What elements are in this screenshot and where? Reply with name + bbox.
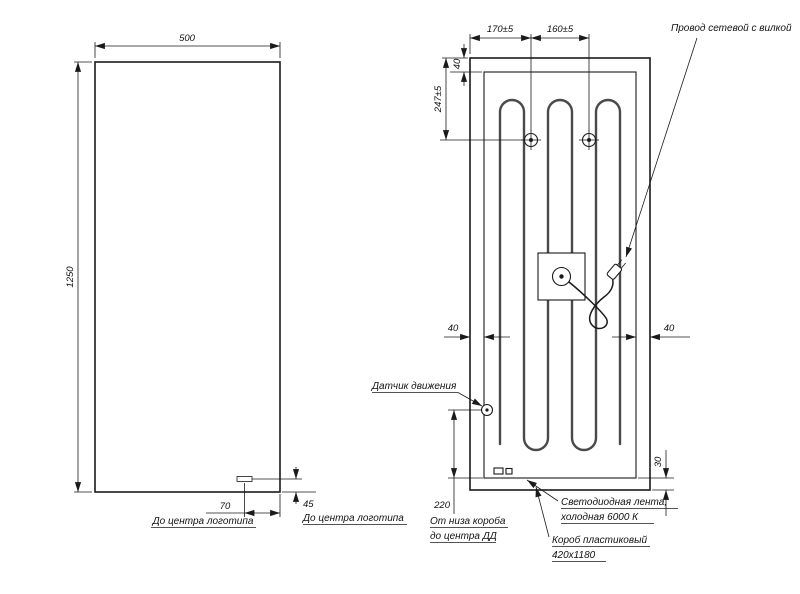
plug-body [606,263,623,280]
cord-leader: Провод сетевой с вилкой [625,23,792,258]
mounting-hole-left [521,130,541,150]
dim-front-width: 500 [94,33,281,58]
sensor-dim-label-line2: до центра ДД [430,531,497,542]
dim-hole-left-value: 170±5 [487,24,514,35]
led-label-line1: Светодиодная лента, [561,497,667,508]
mounting-hole-right [579,130,599,150]
dim-side-gap-left: 40 [444,323,510,341]
logo-center-label-right: До центра логотипа [302,513,404,524]
led-leader: Светодиодная лента, холодная 6000 К [526,479,678,524]
dim-side-gap-right-value: 40 [664,323,675,334]
dim-top-gap: 40 [442,44,482,86]
motion-sensor [480,403,494,417]
plug-icon [606,259,626,280]
dim-side-gap-right: 40 [612,323,690,341]
motion-sensor-label: Датчик движения [371,381,457,392]
leader-line [535,486,550,538]
dim-bottom-gap-value: 30 [653,456,664,467]
dim-side-gap-left-value: 40 [448,323,459,334]
mirror-front-outline [94,61,281,493]
dim-holes-top: 170±5 160±5 [469,24,590,131]
sensor-center [485,408,489,412]
dim-front-height-value: 1250 [65,266,76,288]
cable-gland-center [559,274,564,279]
plug-prong [617,259,623,266]
dim-sensor-height-value: 220 [433,500,451,511]
back-view: 170±5 160±5 40 247±5 40 40 [371,23,792,562]
sensor-leader: Датчик движения [371,381,483,407]
logo-center-label-bottom: До центра логотипа [152,516,254,527]
dim-bottom-gap: 30 [638,450,674,516]
power-cord-label: Провод сетевой с вилкой [671,23,792,34]
leader-line [457,392,483,407]
dim-logo-from-right: 70 До центра логотипа [151,483,281,528]
dim-hole-right-value: 160±5 [547,24,574,35]
dim-front-height: 1250 [65,61,92,493]
dim-logo-x-value: 70 [220,501,231,512]
power-cord [568,276,614,330]
front-view: 500 1250 70 До центра логотипа 45 До ц [65,33,407,528]
dim-top-gap-value: 40 [452,58,463,69]
dim-holes-from-top-value: 247±5 [433,85,444,113]
dim-sensor-height: 220 От низа короба до центра ДД [430,409,508,543]
leader-line [526,479,559,502]
plastic-box-outline [483,71,637,479]
box-leader: Короб пластиковый 420х1180 [535,486,650,562]
leader-line [625,37,698,258]
power-connection [537,252,626,330]
dim-logo-from-bottom: 45 До центра логотипа [252,467,407,525]
plug-prong [620,262,626,269]
sensor-dim-label-line1: От низа короба [430,515,506,527]
dim-front-width-value: 500 [179,33,196,44]
logo-mark [236,476,253,482]
mirror-back-outline [469,57,651,491]
box-label-line2: 420х1180 [552,550,596,561]
led-strip [498,98,622,452]
hole-center [587,138,591,142]
led-label-line2: холодная 6000 К [560,512,639,523]
dim-logo-y-value: 45 [303,499,314,510]
hole-center [529,138,533,142]
box-label-line1: Короб пластиковый [552,534,647,546]
terminal-block [505,467,513,475]
dim-holes-from-top: 247±5 [433,58,524,141]
terminal-block [493,467,504,475]
